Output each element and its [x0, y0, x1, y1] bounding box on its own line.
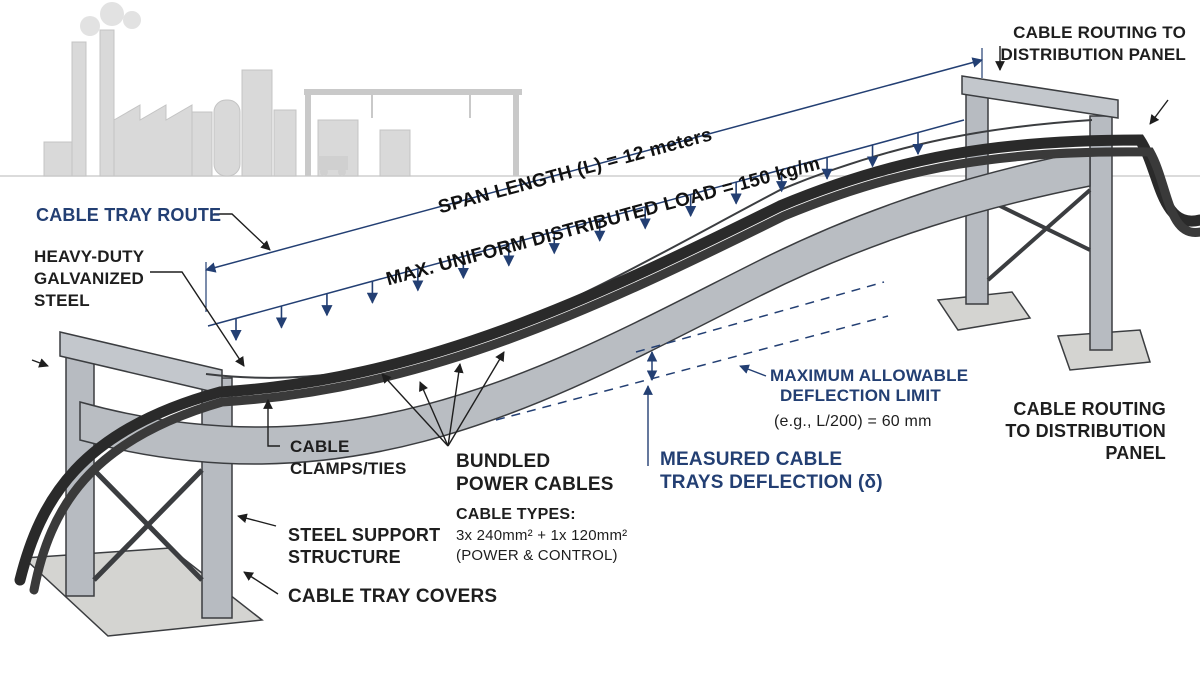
max-deflection-label: MAXIMUM ALLOWABLE DEFLECTION LIMIT [770, 366, 968, 406]
cable-tray-covers-label: CABLE TRAY COVERS [288, 586, 498, 607]
cable-clamps-label: CABLE CLAMPS/TIES [290, 436, 407, 480]
cable-types-title: CABLE TYPES: [456, 506, 576, 523]
blue-leader-lines [643, 364, 767, 466]
bundled-cables-label: BUNDLED POWER CABLES [456, 450, 614, 496]
cable-clamps-line-1: CABLE [290, 437, 350, 456]
steel-support-label: STEEL SUPPORT STRUCTURE [288, 524, 440, 568]
heavy-duty-line-3: STEEL [34, 291, 90, 310]
cable-routing-right-line-1: CABLE ROUTING [1013, 399, 1166, 419]
left-support-structure [22, 331, 264, 637]
bundled-line-2: POWER CABLES [456, 474, 614, 495]
steel-support-line-1: STEEL SUPPORT [288, 525, 441, 545]
cable-clamps-line-2: CLAMPS/TIES [290, 459, 407, 478]
measured-line-1: MEASURED CABLE [660, 449, 843, 470]
max-deflection-line-1: MAXIMUM ALLOWABLE [770, 366, 969, 385]
heavy-duty-steel-label: HEAVY-DUTY GALVANIZED STEEL [34, 246, 144, 312]
cable-routing-top-label: CABLE ROUTING TO DISTRIBUTION PANEL [990, 22, 1186, 66]
heavy-duty-line-2: GALVANIZED [34, 269, 144, 288]
max-deflection-line-2: DEFLECTION LIMIT [780, 386, 941, 405]
leader-lines [31, 46, 1169, 595]
cable-routing-right-label: CABLE ROUTING TO DISTRIBUTION PANEL [980, 398, 1166, 464]
heavy-duty-line-1: HEAVY-DUTY [34, 247, 145, 266]
cable-tray-route-label: CABLE TRAY ROUTE [36, 205, 222, 225]
measured-deflection-label: MEASURED CABLE TRAYS DEFLECTION (δ) [660, 448, 883, 494]
cable-routing-top-line-1: CABLE ROUTING TO [1013, 23, 1186, 42]
bundled-line-1: BUNDLED [456, 451, 551, 472]
cable-types-note: (POWER & CONTROL) [456, 547, 618, 564]
cable-types-spec: 3x 240mm² + 1x 120mm² [456, 527, 628, 544]
cable-routing-right-line-3: PANEL [1105, 443, 1166, 463]
deflection-lines [495, 281, 889, 421]
span-dimension [204, 48, 984, 312]
steel-support-line-2: STRUCTURE [288, 547, 401, 567]
cable-routing-top-line-2: DISTRIBUTION PANEL [1000, 45, 1186, 64]
measured-line-2: TRAYS DEFLECTION (δ) [660, 472, 883, 493]
cable-routing-right-line-2: TO DISTRIBUTION [1005, 421, 1166, 441]
max-deflection-example: (e.g., L/200) = 60 mm [774, 413, 932, 430]
right-support-structure [936, 75, 1151, 371]
